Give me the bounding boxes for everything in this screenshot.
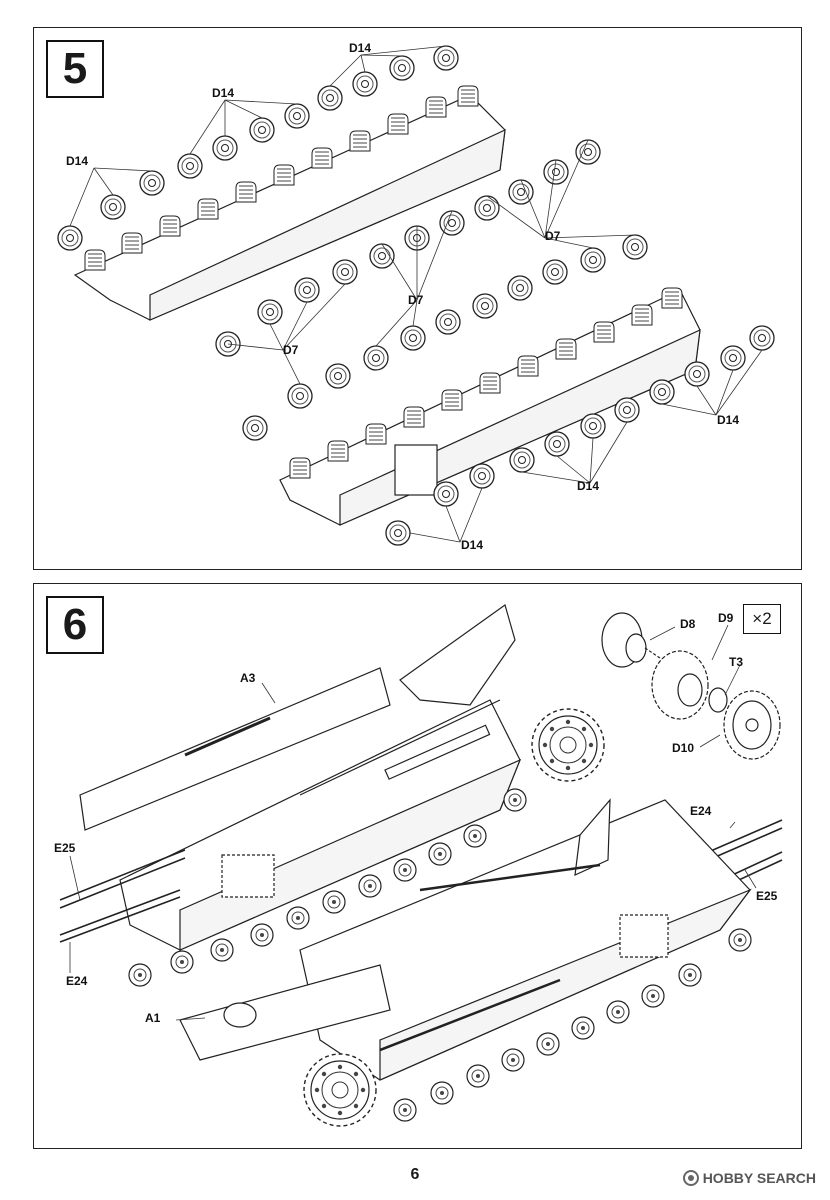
- quantity-multiplier: ×2: [743, 604, 781, 634]
- step6-leader-lines: [69, 624, 757, 1021]
- label-d14-mid: D14: [212, 86, 234, 100]
- hobby-search-watermark: HOBBY SEARCH: [682, 1170, 816, 1186]
- label-d14-bottom: D14: [461, 538, 483, 552]
- step5-leader-lines: [69, 45, 763, 543]
- label-d14-lower-right: D14: [717, 413, 739, 427]
- page-number: 6: [410, 1166, 420, 1183]
- watermark-text: HOBBY SEARCH: [702, 1170, 816, 1186]
- label-e24-right: E24: [690, 804, 712, 818]
- label-d10: D10: [672, 741, 694, 755]
- step6-a3-panel: [79, 667, 391, 831]
- step6-part-labels: A3 A1 E25 E24 E24 E25 D8 D9 T3 D10: [54, 611, 778, 1025]
- label-e24-left: E24: [66, 974, 88, 988]
- step-number-6: 6: [46, 596, 104, 654]
- step6-lower-hull-side: [179, 798, 752, 1081]
- step-number-5: 5: [46, 40, 104, 98]
- step5-upper-suspension-frame: [73, 94, 506, 321]
- label-d7-right: D7: [545, 229, 561, 243]
- label-t3: T3: [729, 655, 743, 669]
- step6-lower-panel-bar: [379, 863, 601, 1052]
- label-a3: A3: [240, 671, 256, 685]
- label-a1: A1: [145, 1011, 161, 1025]
- label-d14-left: D14: [66, 154, 88, 168]
- label-d8: D8: [680, 617, 696, 631]
- label-e25-right: E25: [756, 889, 778, 903]
- step6-upper-hull-side: [119, 604, 522, 951]
- hobby-search-logo-icon: [682, 1170, 699, 1186]
- step5-part-labels: D14 D14 D14 D7 D7 D7 D14 D14 D14: [66, 41, 739, 552]
- step5-lower-suspension-frame: [279, 289, 701, 526]
- label-e25-left: E25: [54, 841, 76, 855]
- label-d14-top: D14: [349, 41, 371, 55]
- step6-upper-sprocket: [531, 708, 605, 782]
- label-d14-lower-center: D14: [577, 479, 599, 493]
- step6-lower-sprocket: [303, 1053, 377, 1127]
- label-d7-center: D7: [408, 293, 424, 307]
- step6-sprocket-assembly-exploded: [601, 612, 781, 760]
- label-d7-left: D7: [283, 343, 299, 357]
- label-d9: D9: [718, 611, 734, 625]
